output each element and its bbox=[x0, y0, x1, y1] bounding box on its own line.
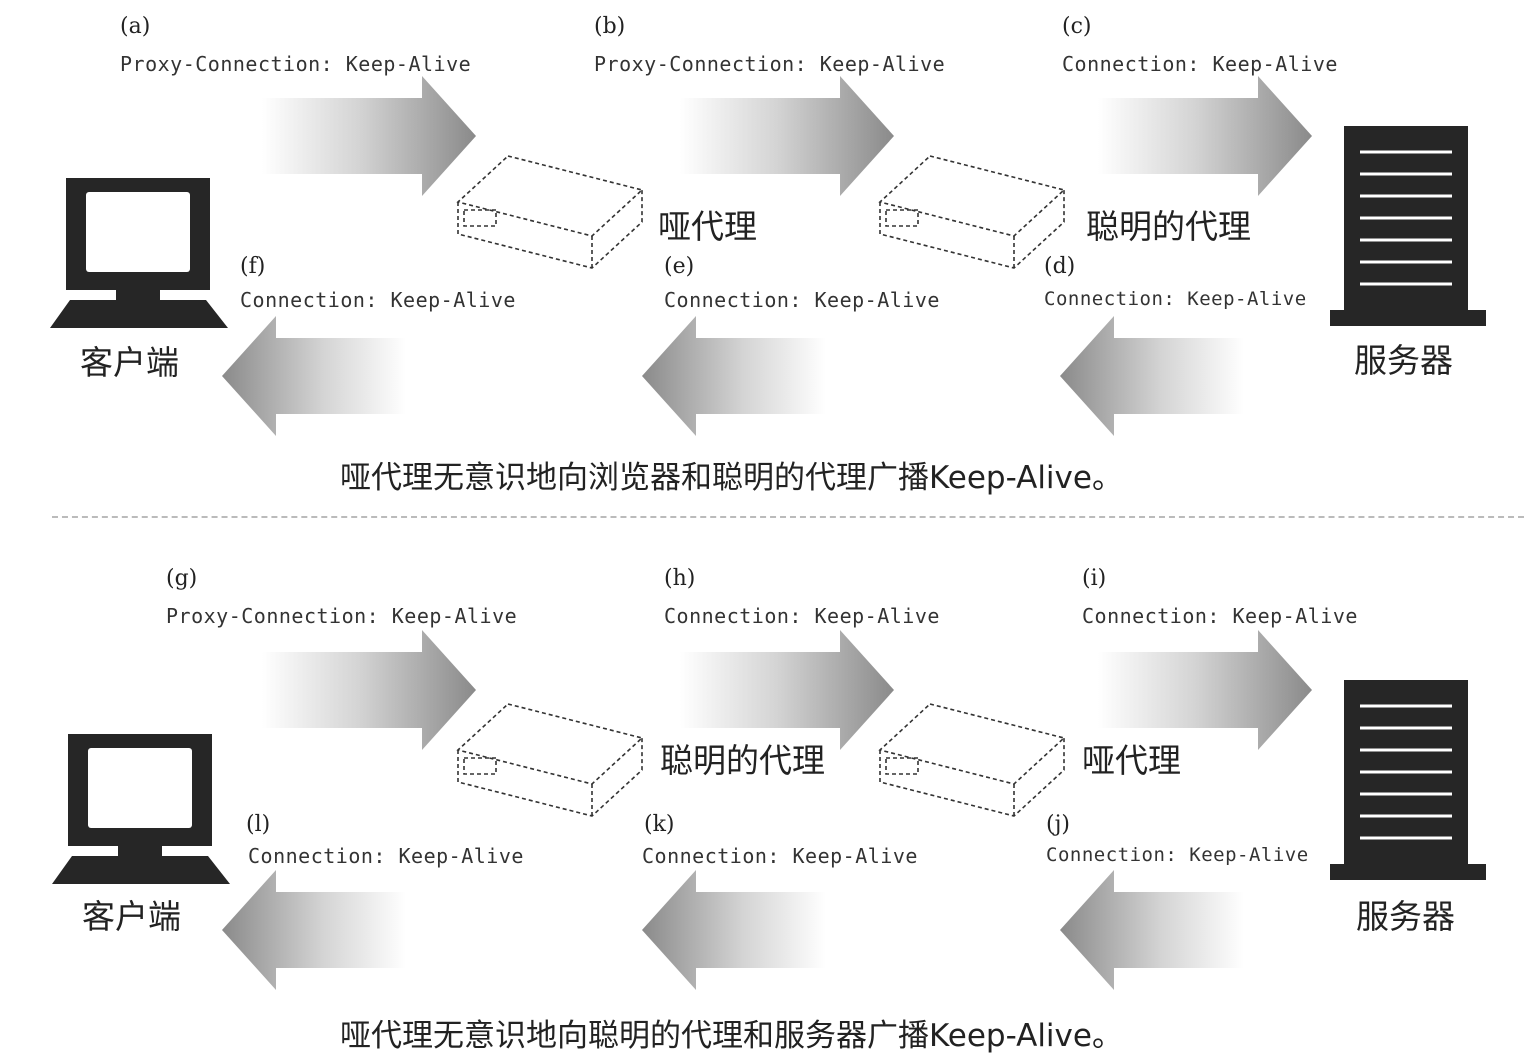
step-d-label: (d) bbox=[1044, 254, 1076, 279]
step-d-header: Connection: Keep-Alive bbox=[1044, 288, 1307, 310]
step-a-header: Proxy-Connection: Keep-Alive bbox=[120, 52, 472, 76]
step-h-header: Connection: Keep-Alive bbox=[664, 604, 940, 628]
step-f-label: (f) bbox=[240, 254, 266, 279]
step-g-label: (g) bbox=[166, 566, 198, 591]
arrow-right-c bbox=[1098, 76, 1312, 196]
step-b-label: (b) bbox=[594, 14, 626, 39]
bottom-caption: 哑代理无意识地向聪明的代理和服务器广播Keep-Alive。 bbox=[340, 1018, 1123, 1054]
panel-divider bbox=[52, 516, 1524, 518]
server-icon bbox=[1330, 680, 1486, 880]
step-b-header: Proxy-Connection: Keep-Alive bbox=[594, 52, 946, 76]
arrow-left-d bbox=[1060, 316, 1244, 436]
arrow-right-i bbox=[1098, 630, 1312, 750]
top-caption: 哑代理无意识地向浏览器和聪明的代理广播Keep-Alive。 bbox=[340, 460, 1123, 496]
step-j-header: Connection: Keep-Alive bbox=[1046, 844, 1309, 866]
client-computer-icon bbox=[52, 734, 230, 884]
client-label: 客户端 bbox=[80, 343, 179, 382]
step-k-label: (k) bbox=[644, 812, 675, 837]
step-i-header: Connection: Keep-Alive bbox=[1082, 604, 1358, 628]
step-c-header: Connection: Keep-Alive bbox=[1062, 52, 1338, 76]
step-l-header: Connection: Keep-Alive bbox=[248, 844, 524, 868]
arrow-left-k bbox=[642, 870, 826, 990]
arrow-left-f bbox=[222, 316, 406, 436]
arrow-right-h bbox=[680, 630, 894, 750]
proxy-box-icon bbox=[456, 155, 644, 269]
arrow-right-a bbox=[262, 76, 476, 196]
step-k-header: Connection: Keep-Alive bbox=[642, 844, 918, 868]
step-j-label: (j) bbox=[1046, 812, 1070, 837]
server-label: 服务器 bbox=[1356, 897, 1455, 936]
proxy2-label: 哑代理 bbox=[1082, 741, 1181, 780]
proxy1-label: 哑代理 bbox=[658, 207, 757, 246]
step-c-label: (c) bbox=[1062, 14, 1092, 39]
arrow-right-g bbox=[262, 630, 476, 750]
arrow-left-j bbox=[1060, 870, 1244, 990]
arrow-left-l bbox=[222, 870, 406, 990]
client-computer-icon bbox=[50, 178, 228, 328]
arrow-right-b bbox=[680, 76, 894, 196]
step-l-label: (l) bbox=[246, 812, 271, 837]
proxy1-label: 聪明的代理 bbox=[660, 741, 825, 780]
step-e-label: (e) bbox=[664, 254, 695, 279]
arrow-left-e bbox=[642, 316, 826, 436]
step-i-label: (i) bbox=[1082, 566, 1107, 591]
step-f-header: Connection: Keep-Alive bbox=[240, 288, 516, 312]
client-label: 客户端 bbox=[82, 897, 181, 936]
step-a-label: (a) bbox=[120, 14, 151, 39]
server-label: 服务器 bbox=[1354, 341, 1453, 380]
proxy-box-icon bbox=[456, 703, 644, 817]
step-h-label: (h) bbox=[664, 566, 696, 591]
server-icon bbox=[1330, 126, 1486, 326]
step-g-header: Proxy-Connection: Keep-Alive bbox=[166, 604, 518, 628]
proxy-box-icon bbox=[878, 703, 1066, 817]
proxy-box-icon bbox=[878, 155, 1066, 269]
proxy2-label: 聪明的代理 bbox=[1086, 207, 1251, 246]
step-e-header: Connection: Keep-Alive bbox=[664, 288, 940, 312]
